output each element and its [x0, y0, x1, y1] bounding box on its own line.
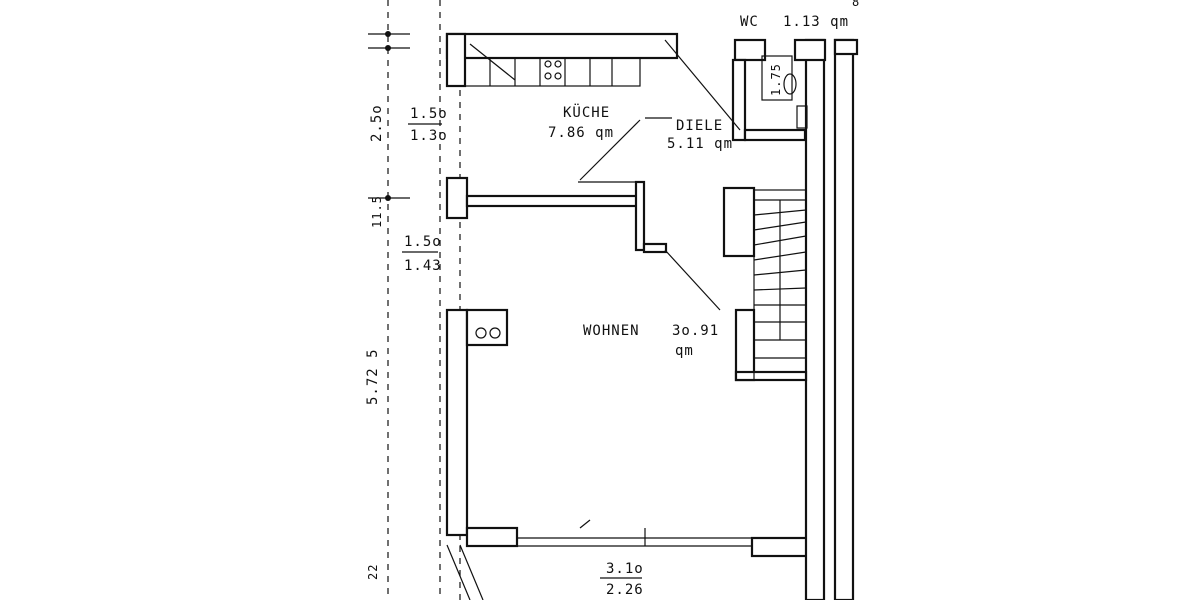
stove-icon: [475, 327, 501, 339]
window-living-height: 1.43: [404, 258, 442, 274]
room-wohnen-area-unit: qm: [675, 343, 694, 359]
dimension-corner: 22: [366, 564, 380, 580]
room-diele-name: DIELE: [676, 118, 723, 134]
window-bottom-height: 2.26: [606, 582, 644, 598]
window-kitchen-width: 1.5o: [410, 106, 448, 122]
top-right-fragment: 8: [852, 0, 860, 9]
room-wc-area: 1.13 qm: [783, 14, 849, 30]
dimension-top: 2.5o: [369, 104, 385, 142]
room-diele-area: 5.11 qm: [667, 136, 733, 152]
exterior-walls: [445, 32, 859, 600]
kitchen-counter: [464, 57, 641, 87]
window-living-width: 1.5o: [404, 234, 442, 250]
room-wohnen-area-number: 3o.91: [672, 323, 719, 339]
window-bottom-width: 3.1o: [606, 561, 644, 577]
window-kitchen-height: 1.3o: [410, 128, 448, 144]
wc-dimension: 1.75: [769, 63, 783, 96]
door-swings: [469, 39, 741, 311]
bay-wall: [446, 544, 484, 600]
room-kueche-name: KÜCHE: [563, 103, 610, 121]
interior-walls: [465, 58, 808, 382]
staircase: [753, 189, 807, 381]
dimension-mid: 11.5: [370, 195, 384, 228]
room-wc-name: WC: [740, 14, 759, 30]
wc-fixtures: [761, 55, 808, 129]
room-wohnen-name: WOHNEN: [583, 323, 640, 339]
dimension-bottom: 5.72 5: [365, 348, 381, 405]
room-kueche-area: 7.86 qm: [548, 125, 614, 141]
window-bottom: [517, 519, 752, 547]
